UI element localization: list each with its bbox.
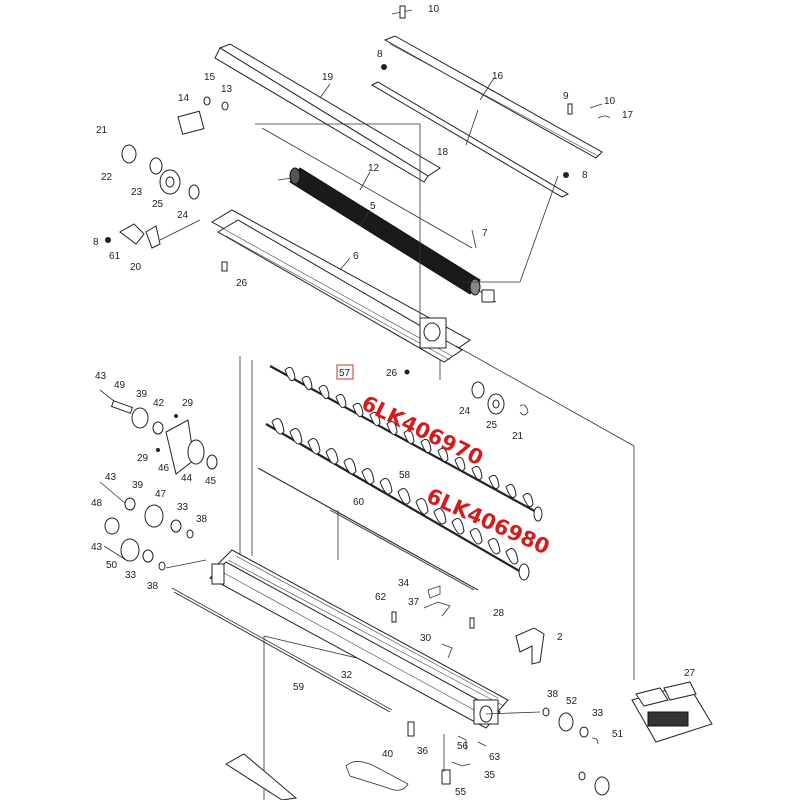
callout-43c: 43 <box>91 542 103 553</box>
callout-48: 48 <box>91 498 103 509</box>
right-bushings-lower <box>485 707 610 796</box>
cover-19 <box>214 43 441 183</box>
callout-5: 5 <box>370 201 376 212</box>
callout-32: 32 <box>341 670 353 681</box>
callout-63: 63 <box>489 752 501 763</box>
callout-13: 13 <box>221 84 233 95</box>
callout-44: 44 <box>181 473 193 484</box>
callout-61: 61 <box>109 251 121 262</box>
callout-36: 36 <box>417 746 429 757</box>
callout-19: 19 <box>322 72 334 83</box>
callout-18: 18 <box>437 147 449 158</box>
callout-49: 49 <box>114 380 126 391</box>
module-27 <box>631 681 713 743</box>
rod-58 <box>257 467 479 591</box>
callout-2: 2 <box>557 632 563 643</box>
callout-38: 38 <box>196 514 208 525</box>
callout-59: 59 <box>293 682 305 693</box>
callout-26b: 26 <box>386 368 398 379</box>
left-gears-upper <box>119 96 229 249</box>
callout-16: 16 <box>492 71 504 82</box>
callout-33b: 33 <box>125 570 137 581</box>
callout-25: 25 <box>152 199 164 210</box>
callout-24b: 24 <box>459 406 471 417</box>
callout-34: 34 <box>398 578 410 589</box>
rail-16 <box>383 35 603 159</box>
callout-62: 62 <box>375 592 387 603</box>
callout-28: 28 <box>493 608 505 619</box>
callout-38b: 38 <box>147 581 159 592</box>
callout-46: 46 <box>158 463 170 474</box>
callout-14: 14 <box>178 93 190 104</box>
callout-39: 39 <box>136 389 148 400</box>
callout-35: 35 <box>484 770 496 781</box>
callout-8c: 8 <box>93 237 99 248</box>
right-bushings-middle <box>471 381 529 416</box>
part-number-upper-screw: 6LK406970 <box>358 391 487 470</box>
callout-22: 22 <box>101 172 113 183</box>
callout-25b: 25 <box>486 420 498 431</box>
callout-27: 27 <box>684 668 696 679</box>
callout-15: 15 <box>204 72 216 83</box>
roller-5 <box>277 167 497 303</box>
callout-12: 12 <box>368 163 380 174</box>
bracket-2 <box>515 627 545 665</box>
rail-bottom-left <box>225 753 298 800</box>
small-parts-lower <box>225 585 487 800</box>
auger-screw-lower <box>265 418 530 581</box>
callout-20: 20 <box>130 262 142 273</box>
callout-8b: 8 <box>582 170 588 181</box>
callout-50: 50 <box>106 560 118 571</box>
callout-26: 26 <box>236 278 248 289</box>
callout-9: 9 <box>563 91 569 102</box>
rod-60 <box>329 509 475 591</box>
callout-51: 51 <box>612 729 624 740</box>
callout-45: 45 <box>205 476 217 487</box>
callout-42: 42 <box>153 398 165 409</box>
callout-23: 23 <box>131 187 143 198</box>
callout-47: 47 <box>155 489 167 500</box>
callout-24: 24 <box>177 210 189 221</box>
callout-33: 33 <box>177 502 189 513</box>
upper-screws <box>105 5 611 375</box>
callout-52: 52 <box>566 696 578 707</box>
callout-60: 60 <box>353 497 365 508</box>
callout-43b: 43 <box>105 472 117 483</box>
middle-leader-lines <box>239 345 635 800</box>
auger-screw-57 <box>269 365 543 522</box>
frame-6 <box>210 209 471 363</box>
bottom-frame <box>171 549 509 729</box>
callout-21b: 21 <box>512 431 524 442</box>
callout-8: 8 <box>377 49 383 60</box>
shaft-12 <box>261 127 473 249</box>
callout-10b: 10 <box>604 96 616 107</box>
callout-37: 37 <box>408 597 420 608</box>
callout-58: 58 <box>399 470 411 481</box>
wire-59 <box>173 591 391 713</box>
callout-39b: 39 <box>132 480 144 491</box>
callout-7: 7 <box>482 228 488 239</box>
callout-6: 6 <box>353 251 359 262</box>
callout-29: 29 <box>182 398 194 409</box>
left-gear-cluster <box>99 389 218 571</box>
callout-33c: 33 <box>592 708 604 719</box>
rail-18 <box>370 81 570 198</box>
callout-38c: 38 <box>547 689 559 700</box>
callout-10: 10 <box>428 4 440 15</box>
callout-21: 21 <box>96 125 108 136</box>
callout-57: 57 <box>339 368 351 379</box>
callout-40: 40 <box>382 749 394 760</box>
callout-43: 43 <box>95 371 107 382</box>
clip-40 <box>345 761 409 791</box>
callout-55: 55 <box>455 787 467 798</box>
callout-labels: 10 8 16 9 10 17 18 8 19 15 13 14 21 22 2… <box>91 4 696 798</box>
callout-30: 30 <box>420 633 432 644</box>
callout-17: 17 <box>622 110 634 121</box>
callout-56: 56 <box>457 741 469 752</box>
callout-29b: 29 <box>137 453 149 464</box>
